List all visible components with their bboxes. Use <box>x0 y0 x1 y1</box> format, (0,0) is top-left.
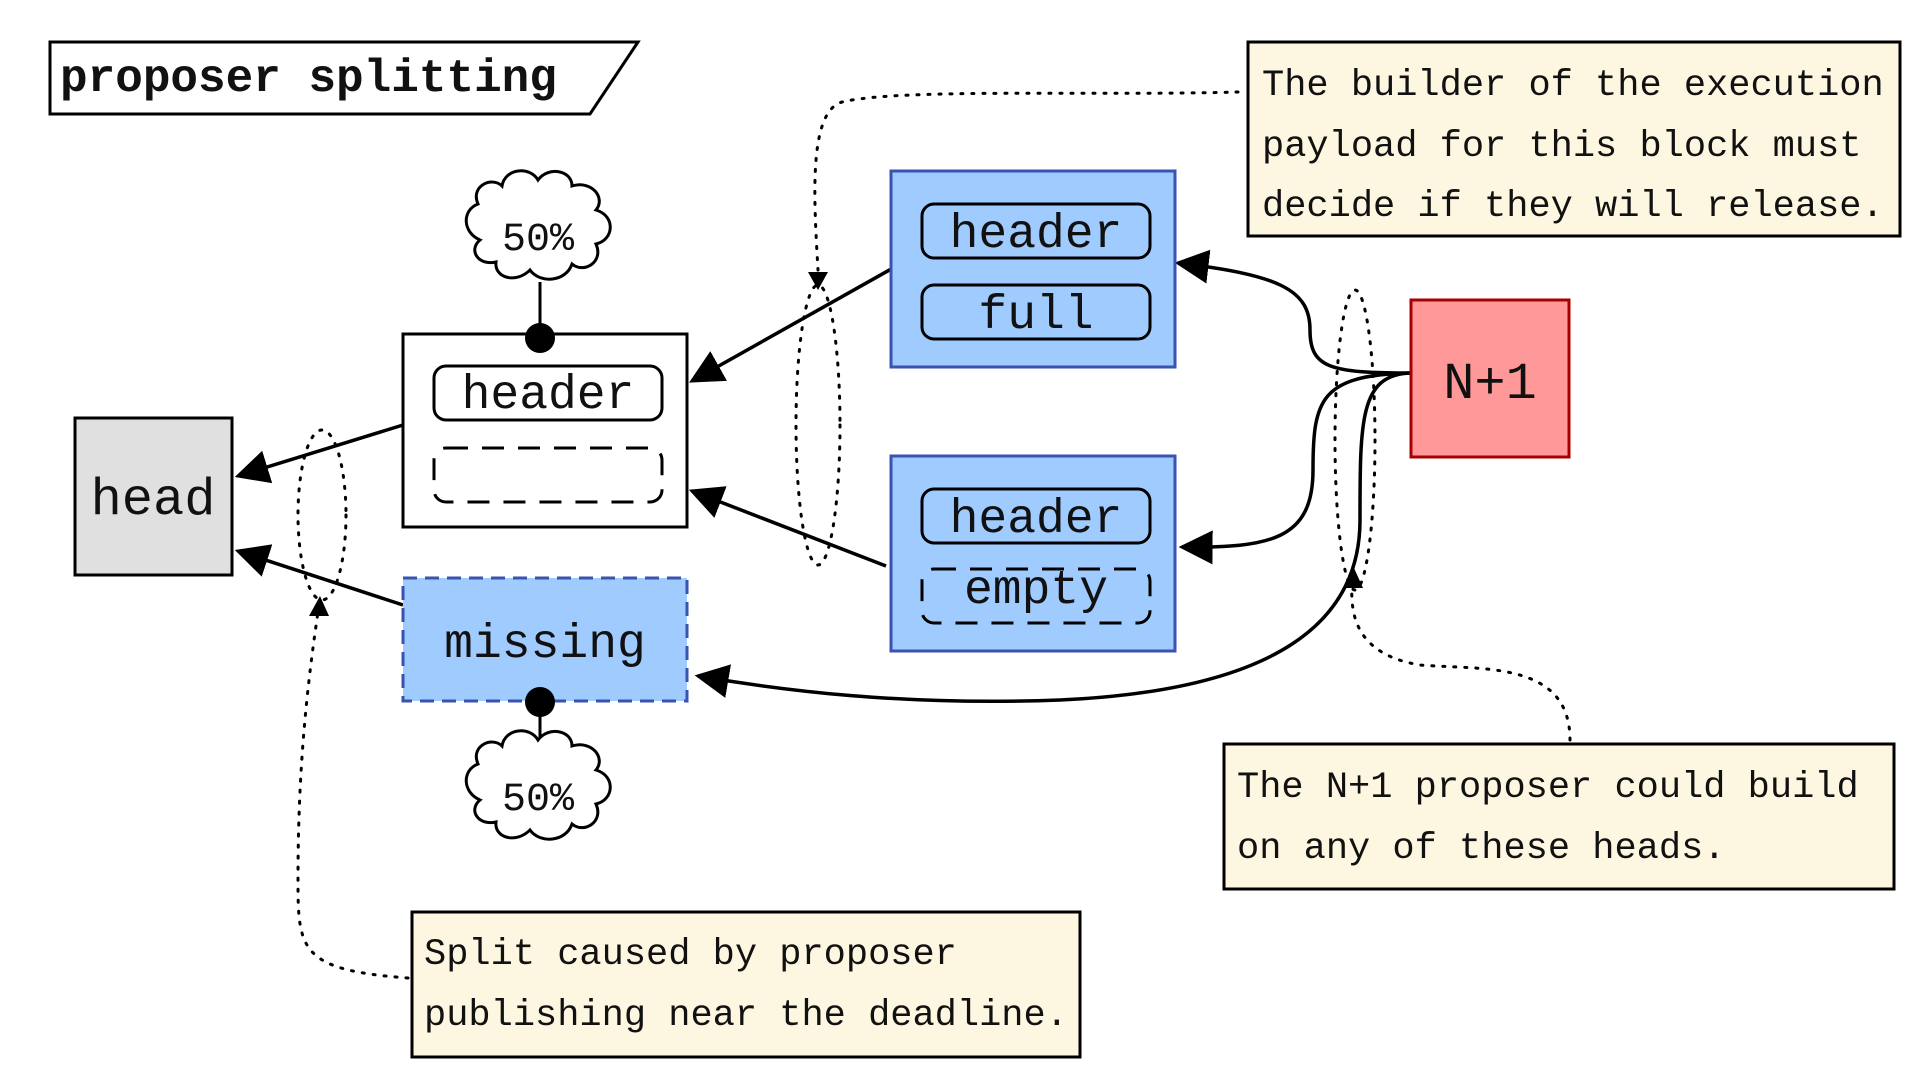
diagram-title: proposer splitting <box>60 53 557 105</box>
arrow-n-plus-1-to-full <box>1174 249 1411 375</box>
split-leader-arrowhead <box>309 596 329 616</box>
empty-candidate-node: header empty <box>889 454 1177 653</box>
head-label: head <box>91 471 216 530</box>
block-header-label: header <box>462 369 635 423</box>
empty-candidate-slot <box>920 567 1152 625</box>
probability-cloud-top: 50% <box>464 169 612 353</box>
arrow-full-candidate-to-header <box>689 266 894 383</box>
cloud-icon <box>464 729 612 841</box>
cloud-icon <box>464 169 612 281</box>
n-plus-1-note-line-1: The N+1 proposer could build <box>1237 767 1859 809</box>
probability-top-label: 50% <box>502 218 575 263</box>
missing-label: missing <box>444 618 646 672</box>
split-note-line-1: Split caused by proposer <box>424 934 957 976</box>
chain-arrows <box>234 249 1411 704</box>
full-candidate-header-label: header <box>950 208 1123 262</box>
builder-note-line-3: decide if they will release. <box>1262 186 1884 228</box>
arrow-empty-candidate-to-header <box>688 486 887 568</box>
builder-leader-arrowhead <box>808 272 828 290</box>
n-plus-1-ellipse <box>1333 288 1377 592</box>
empty-candidate-header-label: header <box>950 493 1123 547</box>
arrow-missing-to-head <box>234 544 404 607</box>
full-candidate-full-label: full <box>978 289 1093 343</box>
arrow-n-plus-1-to-empty <box>1178 371 1411 565</box>
n-plus-1-leader <box>1350 583 1572 742</box>
n-plus-1-note-line-2: on any of these heads. <box>1237 828 1725 870</box>
full-candidate-node: header full <box>889 169 1177 369</box>
arrow-header-to-head <box>234 423 404 484</box>
builder-note-line-1: The builder of the execution <box>1262 65 1884 107</box>
builder-note-line-2: payload for this block must <box>1262 126 1862 168</box>
split-leader <box>296 610 410 980</box>
n-plus-1-note: The N+1 proposer could build on any of t… <box>1222 742 1896 891</box>
head-node: head <box>73 416 234 577</box>
missing-node: missing <box>401 576 689 703</box>
arrow-n-plus-1-to-missing <box>694 371 1411 704</box>
empty-candidate-empty-label: empty <box>964 564 1108 618</box>
block-node: header <box>401 332 689 529</box>
split-note-line-2: publishing near the deadline. <box>424 995 1068 1037</box>
probability-cloud-bottom: 50% <box>464 687 612 841</box>
builder-leader <box>813 90 1240 272</box>
dotted-annotations <box>296 90 1572 980</box>
split-ellipse <box>296 428 348 602</box>
n-plus-1-label: N+1 <box>1443 355 1537 414</box>
builder-ellipse <box>794 283 842 567</box>
block-empty-slot <box>432 446 664 504</box>
title-tag: proposer splitting <box>48 40 641 116</box>
split-note: Split caused by proposer publishing near… <box>410 910 1082 1059</box>
builder-note: The builder of the execution payload for… <box>1246 40 1902 238</box>
probability-bottom-label: 50% <box>502 778 575 823</box>
n-plus-1-node: N+1 <box>1409 298 1571 459</box>
